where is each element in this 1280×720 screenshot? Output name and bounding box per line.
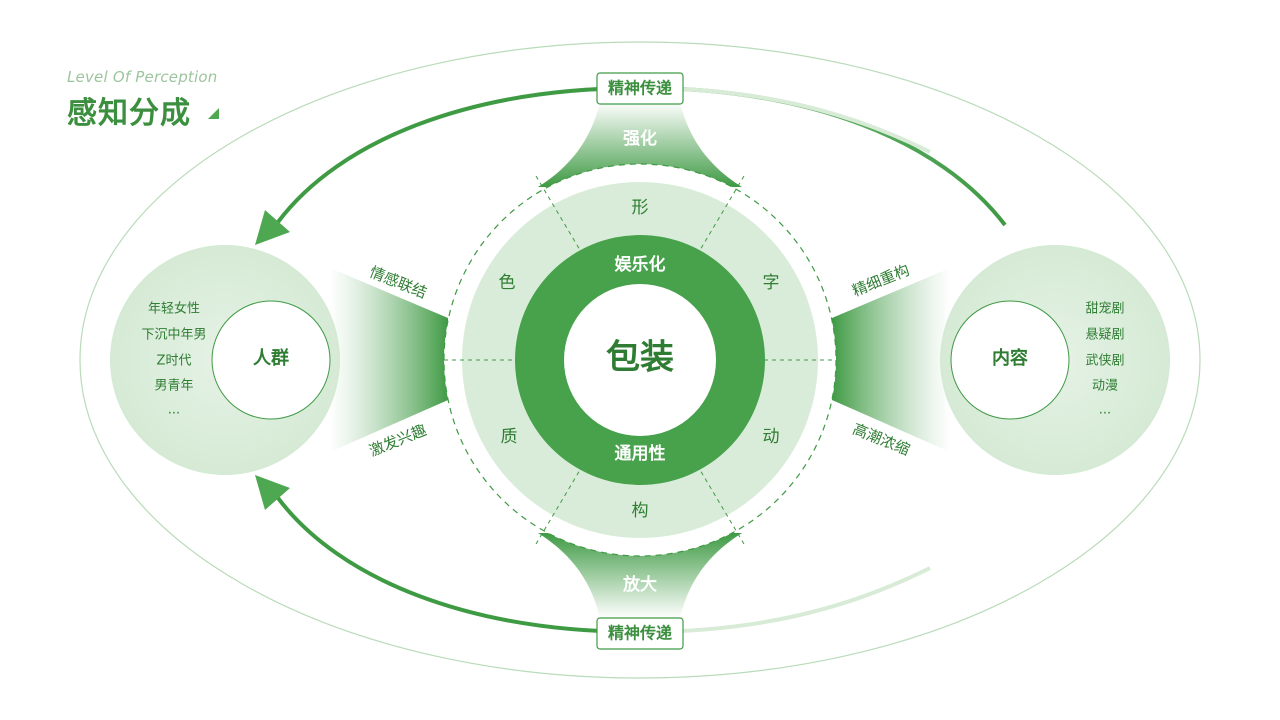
left-node-label: 人群 bbox=[253, 347, 289, 369]
bottom-flow-arc-line bbox=[276, 496, 641, 634]
segment-label-lower-right: 动 bbox=[763, 427, 780, 447]
segment-label-upper-left: 色 bbox=[499, 273, 516, 293]
title-corner-triangle bbox=[208, 108, 219, 119]
right-node-item: ... bbox=[1099, 403, 1111, 418]
ring-bottom-label: 通用性 bbox=[615, 443, 666, 464]
segment-label-bottom: 构 bbox=[632, 501, 649, 521]
top-arrow-head bbox=[255, 210, 290, 245]
right-node-inner bbox=[950, 300, 1070, 420]
right-node-item: 动漫 bbox=[1092, 379, 1118, 394]
left-node-item: ... bbox=[168, 403, 180, 418]
bottom-arrow-head bbox=[255, 475, 290, 510]
bottom-flow-arc-tail bbox=[639, 566, 931, 634]
left-node-item: Z时代 bbox=[157, 354, 192, 369]
diagram-subtitle: Level Of Perception bbox=[67, 68, 218, 86]
right-node-item: 甜宠剧 bbox=[1085, 301, 1124, 317]
right-node-item: 武侠剧 bbox=[1085, 354, 1124, 369]
top-box bbox=[596, 72, 684, 105]
top-box-label: 精神传递 bbox=[608, 79, 672, 98]
diagram-title: 感知分成 bbox=[67, 96, 191, 131]
left-node-inner bbox=[211, 300, 331, 420]
ring-top-label: 娱乐化 bbox=[615, 254, 666, 275]
segment-label-top: 形 bbox=[632, 198, 649, 218]
segment-label-upper-right: 字 bbox=[763, 273, 780, 293]
left-node-item: 年轻女性 bbox=[148, 301, 200, 317]
bottom-box-label: 精神传递 bbox=[608, 624, 672, 643]
left-funnel-wedge bbox=[330, 268, 448, 452]
core-label: 包装 bbox=[606, 338, 674, 378]
top-flow-arc-tail bbox=[639, 86, 931, 154]
bottom-funnel-label: 放大 bbox=[622, 574, 657, 595]
bottom-box bbox=[596, 617, 684, 650]
outer-boundary-ellipse bbox=[79, 41, 1201, 679]
core-circle bbox=[564, 284, 716, 436]
left-node-item: 男青年 bbox=[154, 379, 193, 394]
left-node-item: 下沉中年男 bbox=[141, 328, 206, 343]
right-node-item: 悬疑剧 bbox=[1085, 327, 1124, 343]
right-funnel-wedge bbox=[832, 268, 950, 452]
segment-label-lower-left: 质 bbox=[501, 427, 518, 447]
top-flow-arc-line bbox=[276, 86, 641, 224]
top-funnel bbox=[538, 102, 742, 187]
bottom-funnel bbox=[538, 533, 742, 618]
top-funnel-label: 强化 bbox=[623, 128, 657, 149]
right-node-label: 内容 bbox=[992, 347, 1028, 369]
